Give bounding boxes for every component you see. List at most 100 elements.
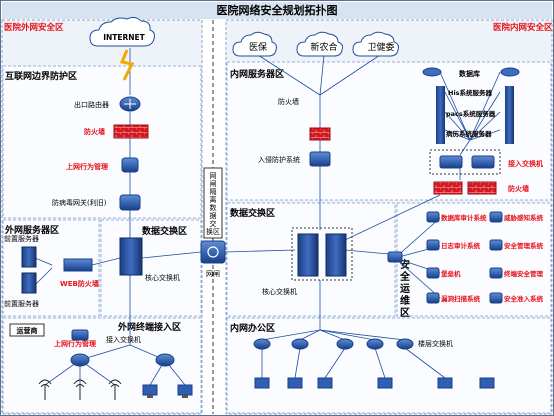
front-server-2-label: 前置服务器	[4, 299, 39, 308]
secops-switch-icon	[387, 251, 403, 263]
svg-text:交: 交	[210, 219, 217, 228]
int-office-zone-label: 内网办公区	[230, 322, 275, 334]
firewall-int-b-icon	[467, 181, 497, 195]
pacs-server-b-icon	[505, 106, 514, 126]
diagram-title: 医院网络安全规划拓扑图	[217, 3, 338, 17]
bastion-label: 堡垒机	[441, 269, 461, 278]
svg-text:新农合: 新农合	[310, 41, 337, 53]
core-switch-ext-icon	[119, 237, 143, 276]
ips-label: 入侵防护系统	[258, 155, 300, 164]
int-server-zone-label: 内网服务器区	[230, 68, 284, 80]
db-label: 数据库	[459, 69, 480, 78]
lightning-icon	[119, 49, 135, 81]
sec-mgmt-label: 安全管理系统	[504, 241, 544, 250]
ext-switch-zone-label: 数据交换区	[142, 225, 187, 237]
antivirus-gateway-icon	[119, 194, 141, 211]
threat-label: 威胁感知系统	[504, 213, 544, 222]
ips-icon	[309, 151, 331, 167]
behavior-mgmt-2-icon	[71, 329, 89, 341]
title-bar	[2, 2, 552, 19]
gap-label: 网闸	[206, 270, 220, 278]
pacs-label: pacs系统服务器	[446, 109, 496, 118]
isp-box	[9, 323, 45, 337]
svg-text:医保: 医保	[249, 41, 267, 53]
waf-icon	[63, 258, 93, 272]
border-zone-label: 互联网边界防护区	[5, 70, 77, 82]
his-server-a-icon	[436, 86, 445, 106]
svg-text:据: 据	[210, 211, 217, 220]
behavior-mgmt-2-label: 上网行为管理	[54, 339, 96, 348]
secops-label-5: 区	[400, 307, 410, 319]
access-switch-int-a-icon	[439, 155, 463, 169]
secops-label-3: 运	[400, 283, 410, 295]
router-label: 出口路由器	[74, 100, 109, 109]
svg-text:数: 数	[210, 203, 217, 212]
router-icon	[119, 96, 141, 112]
log-audit-label: 日志审计系统	[441, 241, 481, 250]
emr-server-a-icon	[436, 126, 445, 144]
his-label: His系统服务器	[448, 88, 493, 97]
svg-text:闸: 闸	[210, 180, 217, 188]
his-server-b-icon	[505, 86, 514, 106]
waf-label: WEB防火墙	[60, 279, 99, 288]
firewall-ext-label: 防火墙	[84, 127, 105, 136]
ext-switch-zone	[100, 219, 202, 317]
front-server-1-icon	[21, 246, 37, 268]
office-pc-icons	[254, 377, 495, 389]
svg-text:换区: 换区	[206, 227, 220, 236]
floor-switch-icons	[253, 338, 414, 350]
access-switch-int-label: 接入交换机	[508, 159, 543, 168]
cloud-rural-coop: 新农合	[296, 31, 343, 57]
access-switch-b-icon	[155, 353, 175, 367]
svg-text:网: 网	[210, 172, 217, 180]
links	[34, 48, 501, 386]
firewall-int-top-icon	[309, 127, 331, 141]
vuln-label: 漏洞扫描系统	[441, 294, 481, 303]
emr-server-b-icon	[505, 126, 514, 144]
floor-switch-label: 楼层交换机	[418, 339, 453, 348]
nac-label: 安全准入系统	[504, 294, 544, 303]
int-zone-label: 医院内网安全区	[493, 22, 553, 33]
sec-mgr-label: 终端安全管理	[504, 269, 544, 278]
firewall-int-a-icon	[433, 181, 463, 195]
svg-text:隔: 隔	[210, 187, 217, 196]
core-switch-int-label: 核心交换机	[262, 287, 297, 296]
ext-server-zone-label: 外网服务器区	[4, 224, 59, 236]
core-switch-int-group	[291, 227, 353, 281]
pc-icon	[142, 384, 193, 398]
front-server-2-icon	[21, 272, 37, 294]
behavior-mgmt-label: 上网行为管理	[66, 162, 108, 171]
secops-icons	[426, 211, 503, 304]
database-icon	[422, 67, 520, 77]
svg-text:INTERNET: INTERNET	[103, 33, 145, 42]
svg-text:离: 离	[210, 195, 217, 204]
svg-text:卫健委: 卫健委	[367, 41, 394, 53]
ext-access-zone-label: 外网终端接入区	[117, 321, 181, 333]
core-switch-int-b-icon	[325, 233, 347, 277]
cloud-medicare: 医保	[232, 31, 277, 57]
db-audit-label: 数据库审计系统	[441, 213, 487, 222]
firewall-ext-icon	[113, 124, 149, 139]
behavior-mgmt-icon	[121, 157, 139, 173]
border-zone	[2, 65, 202, 219]
isp-label: 运营商	[17, 326, 38, 335]
pacs-server-a-icon	[436, 106, 445, 126]
secops-zone	[396, 202, 552, 317]
int-switch-zone-label: 数据交换区	[230, 207, 275, 219]
int-server-zone	[226, 61, 552, 201]
cloud-health-commission: 卫健委	[352, 31, 399, 57]
front-server-1-label: 前置服务器	[4, 234, 39, 243]
antivirus-gateway-label: 防病毒网关(利旧)	[52, 198, 107, 207]
access-switch-ext-label: 接入交换机	[106, 335, 141, 344]
int-office-zone	[226, 317, 552, 414]
core-switch-int-a-icon	[297, 233, 319, 277]
core-switch-ext-label: 核心交换机	[145, 273, 180, 282]
internet-cloud: INTERNET	[89, 16, 155, 47]
wifi-ap-icon	[38, 379, 122, 400]
firewall-int-top-label: 防火墙	[278, 97, 299, 106]
emr-label: 病历系统服务器	[446, 129, 492, 138]
ext-zone-label: 医院外网安全区	[4, 22, 64, 33]
secops-label-4: 维	[400, 294, 410, 307]
